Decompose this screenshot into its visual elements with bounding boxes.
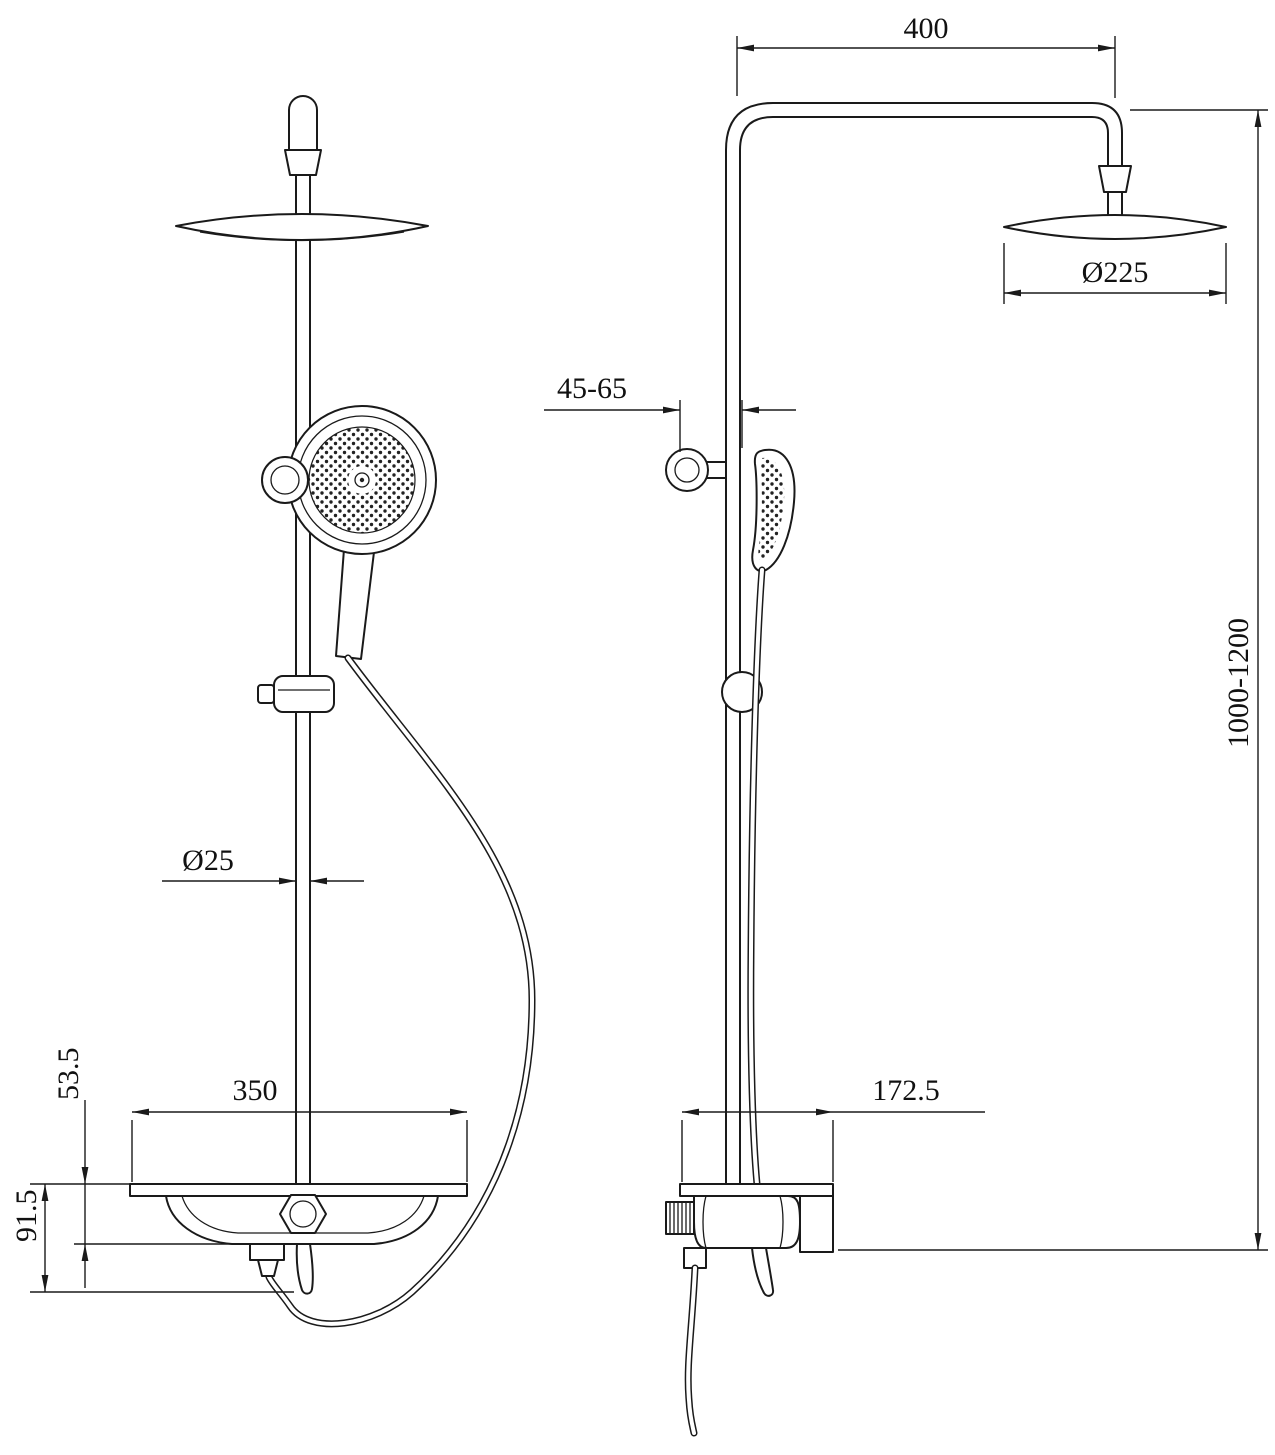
hose-outlet — [249, 1243, 285, 1261]
hand-shower-face — [287, 405, 437, 555]
front-view: Ø25 350 53.5 91.5 — [10, 95, 536, 1328]
dim-head-diameter-label: Ø225 — [1082, 256, 1149, 289]
dim-shelf-drop-label: 53.5 — [52, 1048, 85, 1101]
mixer-body — [693, 1195, 801, 1249]
dim-wall-clearance: 45-65 — [544, 372, 796, 452]
mixer-hex-nut — [279, 1194, 327, 1234]
dim-pipe-diameter: Ø25 — [162, 844, 364, 885]
hose-upper-side — [747, 566, 766, 1188]
mixer-lever — [295, 1243, 314, 1295]
rain-shower-head — [175, 213, 429, 242]
dim-shelf-width: 350 — [131, 1074, 468, 1182]
dim-pipe-diameter-label: Ø25 — [182, 844, 234, 877]
spray-center-dot — [359, 477, 365, 483]
riser-and-arm — [725, 102, 1123, 1187]
side-view: 400 Ø225 45-65 1000-1200 — [544, 12, 1268, 1437]
diverter-knob — [665, 1201, 695, 1235]
mixer-lever-side — [751, 1247, 775, 1297]
dim-arm-length-label: 400 — [904, 12, 949, 45]
wall-bracket — [665, 448, 727, 492]
dim-body-drop-label: 91.5 — [10, 1190, 43, 1243]
shower-hose — [257, 654, 536, 1328]
dim-arm-length: 400 — [736, 12, 1116, 98]
dim-mixer-width-label: 172.5 — [872, 1074, 940, 1107]
dim-shelf-drop: 53.5 — [30, 1048, 250, 1288]
mixer-side — [665, 1183, 834, 1297]
dim-body-drop: 91.5 — [10, 1184, 294, 1293]
dim-height-range-label: 1000-1200 — [1222, 618, 1255, 748]
arm-connector — [1098, 165, 1132, 217]
dim-head-diameter: Ø225 — [1003, 243, 1227, 304]
dim-shelf-width-label: 350 — [233, 1074, 278, 1107]
shelf-side — [679, 1183, 834, 1197]
dim-wall-clearance-label: 45-65 — [557, 372, 627, 405]
hand-shower-side — [751, 448, 796, 572]
top-connector — [284, 95, 322, 176]
hose-lower-side — [684, 1264, 699, 1437]
dim-height-range: 1000-1200 — [838, 109, 1268, 1251]
mixer-wall-bracket — [799, 1195, 834, 1253]
rain-shower-head-side — [1003, 214, 1227, 240]
slide-bar-clamp — [257, 675, 335, 713]
dim-mixer-width: 172.5 — [681, 1074, 985, 1182]
hand-shower-holder — [261, 456, 309, 504]
hose-nut — [257, 1259, 279, 1277]
